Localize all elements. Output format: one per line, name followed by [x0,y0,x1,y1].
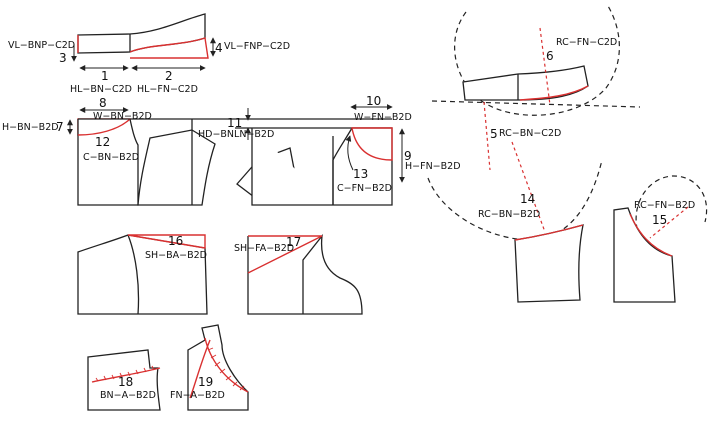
radius-construction-group: RC−FN−C2D 6 5 RC−BN−C2D 14 RC−BN−B2D RC−… [427,5,708,303]
num-19: 19 [198,375,213,389]
num-18: 18 [118,375,133,389]
side-back-piece [137,129,216,206]
back-armhole-hatch [95,365,155,382]
num-7: 7 [56,120,64,134]
right-back-red [514,224,584,241]
label-w-fn: W−FN−B2D [354,112,412,123]
rotated-collar-red [519,85,589,101]
back-bodice-piece [77,118,139,206]
curve-arrow-13 [345,135,354,171]
upper-dashed-circle [454,5,620,116]
front-armhole-red-2 [189,339,211,399]
num-1: 1 [101,69,109,83]
front-shoulder-red [247,235,323,274]
num-4: 4 [215,41,223,55]
num-14: 14 [520,192,535,206]
label-rc-fn-b2d: RC−FN−B2D [634,200,695,211]
label-fn-a: FN−A−B2D [170,390,225,401]
front-armhole-hatch [207,347,245,391]
right-front-red [629,213,673,257]
num-10: 10 [366,94,381,108]
rc-bn-c2d-red-dash [483,101,491,171]
horizontal-dashed-line [431,100,641,108]
label-c-bn: C−BN−B2D [83,152,139,163]
front-bodice-group: 11 HD−BNLN−B2D 10 W−FN−B2D 9 H−FN−B2D 13… [192,94,461,206]
num-16: 16 [168,234,183,248]
back-shoulder-piece [77,234,208,315]
label-rc-bn-b2d: RC−BN−B2D [478,209,540,220]
num-2: 2 [165,69,173,83]
num-8: 8 [99,96,107,110]
rc-bn-b2d-red-dash [511,141,546,233]
rc-fn-b2d-red-dash [649,206,689,239]
collar-band-piece [77,13,206,54]
back-armhole-piece [87,349,161,411]
label-vl-bnp: VL−BNP−C2D [8,40,75,51]
label-w-bn: W−BN−B2D [93,111,152,122]
label-h-bn: H−BN−B2D [2,122,59,133]
label-c-fn: C−FN−B2D [337,183,392,194]
collar-band-group: VL−BNP−C2D VL−FNP−C2D 3 4 1 2 HL−BN−C2D … [8,13,290,95]
right-back-piece [514,224,584,303]
rotated-collar-piece [462,65,589,101]
num-13: 13 [353,167,368,181]
front-armhole-group: 19 FN−A−B2D [170,324,249,411]
front-shoulder-group: 17 SH−FA−B2D [234,233,363,315]
vl-fnp-red-line [129,37,209,59]
num-11: 11 [227,116,242,130]
label-sh-fa: SH−FA−B2D [234,243,294,254]
label-hl-fn: HL−FN−C2D [137,84,198,95]
label-rc-bn-c2d: RC−BN−C2D [499,128,561,139]
num-5: 5 [490,127,498,141]
back-bodice-group: 8 W−BN−B2D 7 H−BN−B2D 12 C−BN−B2D [2,96,216,206]
back-shoulder-inner [127,234,140,315]
label-hl-bn: HL−BN−C2D [70,84,132,95]
label-vl-fnp: VL−FNP−C2D [224,41,290,52]
back-shoulder-group: 16 SH−BA−B2D [77,234,208,315]
label-bn-a: BN−A−B2D [100,390,156,401]
num-6: 6 [546,49,554,63]
back-neck-curve [77,118,131,136]
label-h-fn: H−FN−B2D [405,161,461,172]
front-neck-curve [351,127,393,161]
back-shoulder-red [127,234,206,249]
rc-fn-c2d-red-dash [539,27,551,106]
num-15: 15 [652,213,667,227]
back-armhole-red [91,367,161,383]
num-17: 17 [286,235,301,249]
back-armhole-group: 18 BN−A−B2D [87,349,161,411]
num-9: 9 [404,149,412,163]
label-sh-ba: SH−BA−B2D [145,250,207,261]
num-3: 3 [59,51,67,65]
label-rc-fn-c2d: RC−FN−C2D [556,37,617,48]
label-hd-bnln: HD−BNLN−B2D [198,129,274,140]
num-12: 12 [95,135,110,149]
